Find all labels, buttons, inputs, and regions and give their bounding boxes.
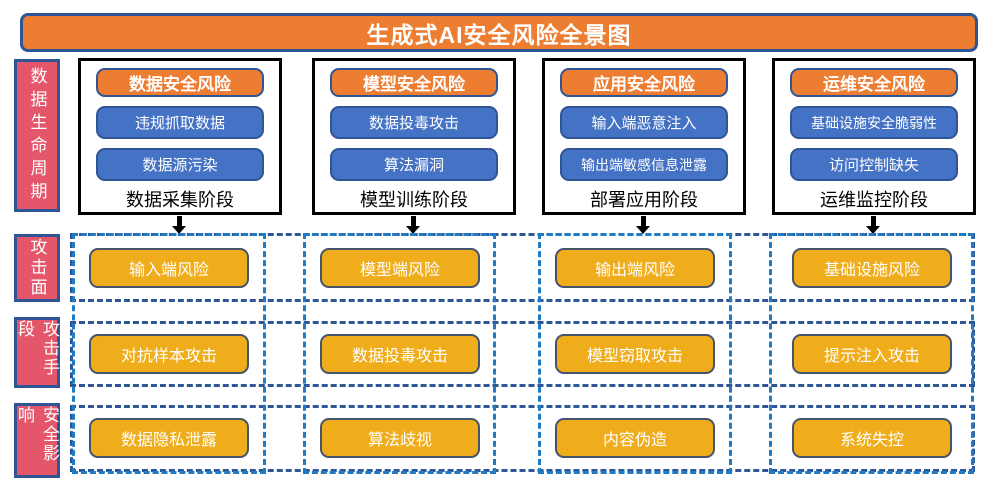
- grid-column-outline: [72, 233, 266, 474]
- attack-method-item: 模型窃取攻击: [555, 334, 715, 374]
- security-impact-item: 系统失控: [792, 418, 952, 458]
- down-arrow-icon: [172, 216, 186, 234]
- stage-label: 数据采集阶段: [126, 190, 234, 211]
- attack-method-item: 数据投毒攻击: [320, 334, 480, 374]
- risk-item: 数据投毒攻击: [330, 106, 498, 140]
- stage-column-data-collection: 数据安全风险 违规抓取数据 数据源污染 数据采集阶段: [78, 58, 282, 215]
- axis-label-attack-method: 攻击手段: [14, 317, 60, 388]
- stage-label: 运维监控阶段: [820, 190, 928, 211]
- risk-item: 输入端恶意注入: [560, 106, 728, 140]
- attack-surface-item: 模型端风险: [320, 248, 480, 288]
- risk-item: 基础设施安全脆弱性: [790, 106, 958, 140]
- risk-item: 输出端敏感信息泄露: [560, 148, 728, 182]
- down-arrow-icon: [866, 216, 880, 234]
- risk-category-header: 运维安全风险: [790, 68, 958, 98]
- stage-label: 模型训练阶段: [360, 190, 468, 211]
- risk-category-header: 模型安全风险: [330, 68, 498, 98]
- attack-surface-item: 输出端风险: [555, 248, 715, 288]
- attack-surface-item: 输入端风险: [89, 248, 249, 288]
- stage-column-model-training: 模型安全风险 数据投毒攻击 算法漏洞 模型训练阶段: [312, 58, 516, 215]
- risk-category-header: 数据安全风险: [96, 68, 264, 98]
- risk-item: 访问控制缺失: [790, 148, 958, 182]
- attack-method-item: 提示注入攻击: [792, 334, 952, 374]
- grid-column-outline: [303, 233, 496, 474]
- security-impact-item: 算法歧视: [320, 418, 480, 458]
- risk-item: 数据源污染: [96, 148, 264, 182]
- grid-column-outline: [769, 233, 974, 474]
- attack-method-item: 对抗样本攻击: [89, 334, 249, 374]
- risk-item: 违规抓取数据: [96, 106, 264, 140]
- stage-column-deployment: 应用安全风险 输入端恶意注入 输出端敏感信息泄露 部署应用阶段: [542, 58, 746, 215]
- grid-column-outline: [538, 233, 732, 474]
- security-impact-item: 数据隐私泄露: [89, 418, 249, 458]
- page-title: 生成式AI安全风险全景图: [20, 13, 978, 52]
- stage-label: 部署应用阶段: [590, 190, 698, 211]
- axis-label-security-impact: 安全影响: [14, 403, 60, 478]
- down-arrow-icon: [636, 216, 650, 234]
- risk-category-header: 应用安全风险: [560, 68, 728, 98]
- attack-surface-item: 基础设施风险: [792, 248, 952, 288]
- axis-label-data-lifecycle: 数据生命周期: [14, 59, 60, 212]
- down-arrow-icon: [406, 216, 420, 234]
- risk-item: 算法漏洞: [330, 148, 498, 182]
- stage-column-operations: 运维安全风险 基础设施安全脆弱性 访问控制缺失 运维监控阶段: [772, 58, 976, 215]
- axis-label-attack-surface: 攻击面: [14, 234, 60, 302]
- security-impact-item: 内容伪造: [555, 418, 715, 458]
